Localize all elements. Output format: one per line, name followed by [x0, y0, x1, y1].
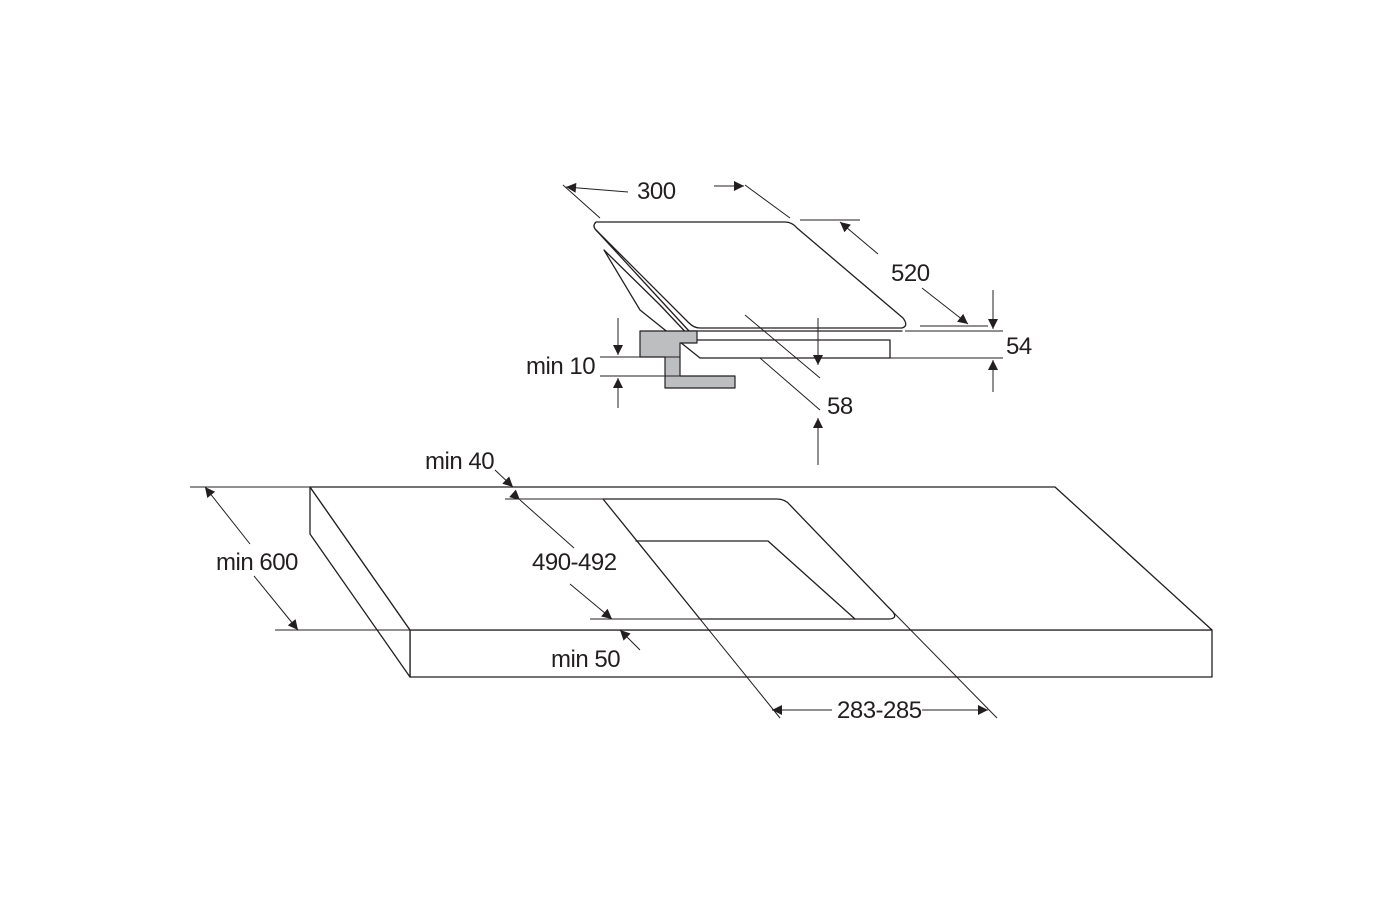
label-front-margin: min 50: [551, 646, 620, 673]
label-cutout-depth: 490-492: [532, 549, 617, 576]
countertop-front-face: [409, 629, 1213, 678]
label-back-margin: min 40: [425, 448, 494, 475]
ext-line: [892, 611, 998, 719]
countertop-top-face: [309, 486, 1213, 631]
arrow-min50: [619, 629, 641, 651]
arrow-300-left: [565, 182, 629, 193]
ext-line: [744, 184, 791, 219]
cooktop-dimensions: [562, 181, 1003, 465]
ext-line: [562, 184, 601, 219]
countertop: [309, 486, 1213, 678]
dimension-labels: 300 520 54 min 10 58 min 40 min 600 490-…: [216, 178, 1032, 724]
label-cutout-width: 283-285: [837, 697, 922, 724]
arrow-490-bottom: [569, 583, 613, 620]
label-depth: 520: [891, 260, 930, 287]
cutout-inner-wall: [635, 540, 856, 620]
label-clearance: min 10: [526, 353, 595, 380]
ext-line: [744, 314, 821, 379]
ext-line: [759, 357, 821, 411]
label-counter-depth: min 600: [216, 549, 298, 576]
ext-line: [699, 618, 781, 719]
arrow-520-top: [839, 221, 879, 255]
arrow-min600-bottom: [253, 575, 299, 631]
arrow-520-bottom: [921, 287, 969, 325]
label-inset: 58: [827, 393, 853, 420]
label-width: 300: [637, 178, 676, 205]
arrow-min600-top: [204, 486, 251, 545]
cooktop-glass: [593, 221, 907, 329]
label-height: 54: [1006, 333, 1032, 360]
arrow-490-top: [509, 489, 575, 549]
arrow-min40: [494, 469, 514, 488]
countertop-dimensions: [190, 469, 998, 719]
